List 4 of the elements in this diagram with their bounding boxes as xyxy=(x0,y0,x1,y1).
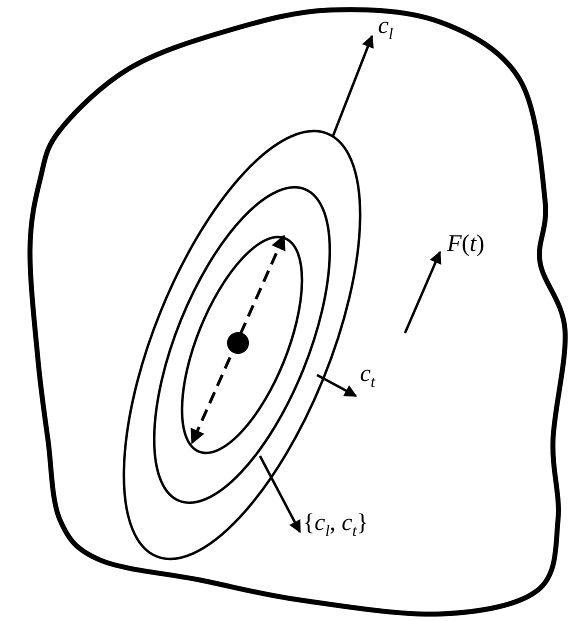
wave-speed-label: c$_{l}$ xyxy=(378,14,394,43)
wave-speed-label: {c$_{l}$, c$_{t}$} xyxy=(303,511,368,540)
force-label: F(t) xyxy=(447,232,484,256)
wave-speed-label: c$_{t}$ xyxy=(360,362,376,391)
